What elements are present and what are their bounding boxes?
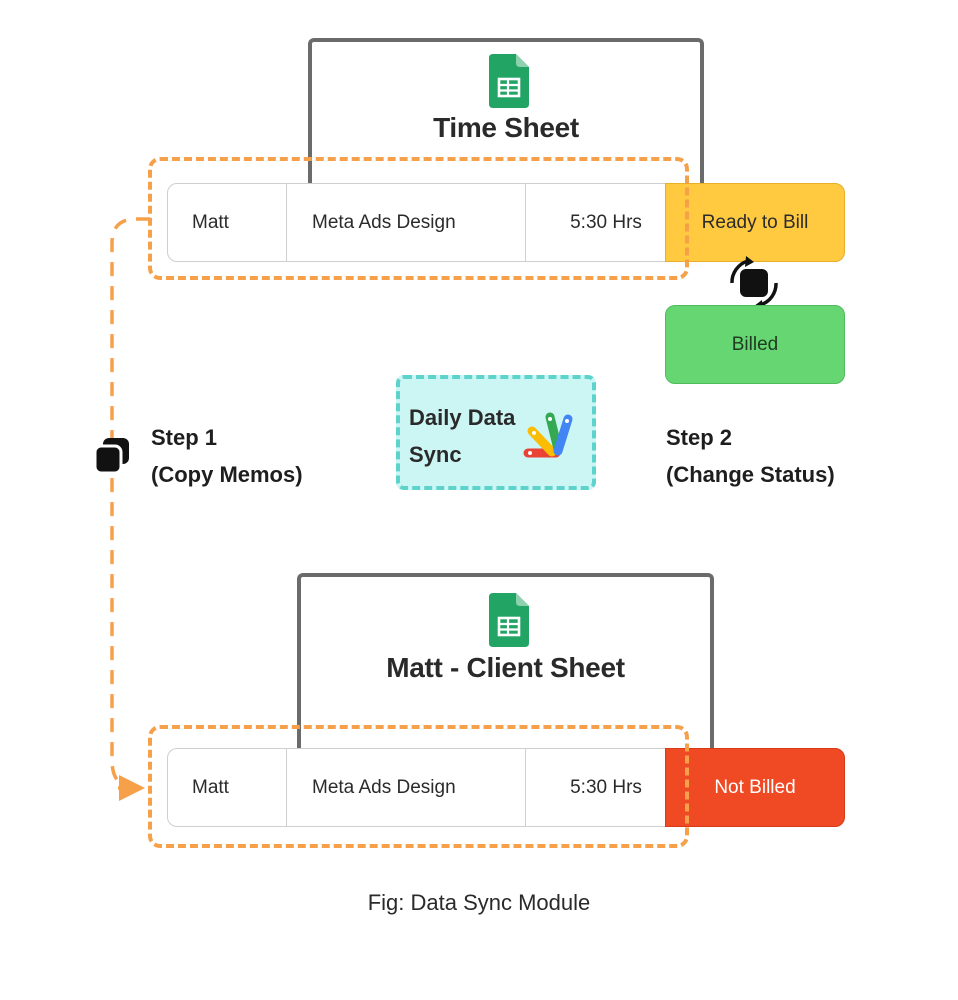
copy-icon <box>93 438 129 475</box>
google-sheets-icon <box>489 593 529 647</box>
step-2-detail: (Change Status) <box>666 462 835 487</box>
apps-script-icon <box>523 412 573 458</box>
time-sheet-row: Matt Meta Ads Design 5:30 Hrs <box>167 183 687 262</box>
step-1-detail: (Copy Memos) <box>151 462 303 487</box>
task-cell: Meta Ads Design <box>287 184 526 261</box>
name-cell: Matt <box>168 184 287 261</box>
daily-data-sync-box: Daily Data Sync <box>396 375 596 490</box>
copy-connector-line <box>110 217 150 790</box>
hours-cell: 5:30 Hrs <box>570 776 642 798</box>
bottom-row-highlight <box>148 725 689 848</box>
time-sheet-frame: Time Sheet <box>308 38 704 188</box>
step-2-title: Step 2 <box>666 425 733 450</box>
step-1-title: Step 1 <box>151 425 218 450</box>
sync-line-1: Daily Data <box>409 405 516 430</box>
name-cell: Matt <box>168 749 287 826</box>
ready-to-bill-status: Ready to Bill <box>665 183 845 262</box>
task-cell: Meta Ads Design <box>287 749 526 826</box>
not-billed-status: Not Billed <box>665 748 845 827</box>
billed-status: Billed <box>665 305 845 384</box>
client-sheet-row: Matt Meta Ads Design 5:30 Hrs <box>167 748 687 827</box>
google-sheets-icon <box>489 54 529 108</box>
sync-line-2: Sync <box>409 442 462 467</box>
time-sheet-title: Time Sheet <box>433 112 579 143</box>
step-2-label: Step 2 (Change Status) <box>666 419 835 493</box>
client-sheet-title: Matt - Client Sheet <box>386 652 625 683</box>
client-sheet-frame: Matt - Client Sheet <box>297 573 714 753</box>
daily-data-sync-label: Daily Data Sync <box>409 399 539 473</box>
step-1-label: Step 1 (Copy Memos) <box>151 419 303 493</box>
hours-cell: 5:30 Hrs <box>570 211 642 233</box>
arrow-head-icon <box>119 775 145 801</box>
figure-caption: Fig: Data Sync Module <box>367 890 591 915</box>
top-row-highlight <box>148 157 689 280</box>
